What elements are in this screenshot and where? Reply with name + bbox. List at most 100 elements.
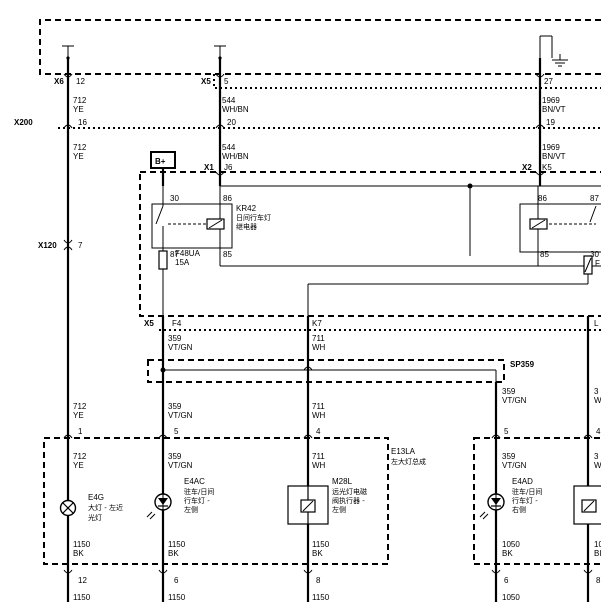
relay-second-body: [519, 203, 601, 253]
battery-positive-label: B+: [150, 151, 176, 169]
solenoid-icon-m28l: [287, 485, 329, 525]
m28l-name-line3: 左侧: [332, 505, 346, 514]
wire-1050-label: 1050: [502, 540, 520, 549]
relay-switch-contact: [589, 205, 597, 223]
e4ac-name-line2: 行车灯 -: [184, 496, 210, 505]
pin-12-bottom: 12: [78, 576, 87, 585]
pin-5-right: 5: [504, 427, 509, 436]
assembly-code: E13LA: [391, 447, 416, 456]
pin-5-top: 5: [224, 77, 229, 86]
x120-label: X120: [38, 241, 57, 250]
connector-arc: [583, 434, 593, 439]
wire-bk-label: BK: [312, 549, 323, 558]
x120-pin-7: 7: [78, 241, 83, 250]
wire-1150-label: 1150: [73, 540, 91, 549]
fuse-code: F48UA: [175, 249, 201, 258]
wire-712-label: 712: [73, 143, 87, 152]
e4ac-name-line1: 驻车/日间: [184, 487, 214, 496]
relay-pin-30: 30: [170, 194, 179, 203]
connector-arc: [535, 171, 545, 176]
wire-vtgn-label: VT/GN: [168, 461, 193, 470]
m28l-name-line1: 远光灯电磁: [332, 487, 367, 496]
wire-1150-label: 1150: [312, 593, 330, 602]
connector-arc: [158, 569, 168, 574]
fuse-partial-stroke: [584, 257, 592, 273]
wire-vtgn-label: VT/GN: [502, 461, 527, 470]
relay-kr42-body: [151, 203, 233, 249]
svg-text:B+: B+: [155, 157, 166, 166]
wire-712-label: 712: [73, 452, 87, 461]
wire-bk-label: BK: [168, 549, 179, 558]
pin-6-right-bottom: 6: [504, 576, 509, 585]
wire-vtgn-label: VT/GN: [502, 396, 527, 405]
e4ad-name-line1: 驻车/日间: [512, 487, 542, 496]
connector-arc: [215, 171, 225, 176]
e4ac-code: E4AC: [184, 477, 205, 486]
relay-pin-85: 85: [223, 250, 232, 259]
e4ad-name-line2: 行车灯 -: [512, 496, 538, 505]
relay-pin-87: 87: [170, 250, 179, 259]
wire-bnvt-label: BN/VT: [542, 152, 566, 161]
pin-4: 4: [316, 427, 321, 436]
conn-x6-label: X6: [54, 77, 64, 86]
wire-wh-label: WH: [312, 343, 326, 352]
wire-ye-label: YE: [73, 411, 84, 420]
relay-pin-86: 86: [223, 194, 232, 203]
fuse-icon: [158, 250, 168, 270]
wire-1150-label: 1150: [168, 593, 186, 602]
x200-pin-20: 20: [227, 118, 236, 127]
ground-icon: [539, 35, 568, 67]
switch-icon-middle: [214, 45, 226, 60]
x5-bottom-label: X5: [144, 319, 154, 328]
pin-4-right: 4: [596, 427, 601, 436]
kr42-code: KR42: [236, 204, 257, 213]
pin-6-bottom: 6: [174, 576, 179, 585]
wire-1150-label: 1150: [312, 540, 330, 549]
pin-12-top: 12: [76, 77, 85, 86]
relay2-pin-86: 86: [538, 194, 547, 203]
right-headlamp-assembly-box: [473, 437, 601, 565]
fuse-amp: 15A: [175, 258, 190, 267]
connector-arc: [63, 569, 73, 574]
e4g-name-line1: 大灯 - 左近: [88, 503, 123, 512]
m28l-code: M28L: [332, 477, 353, 486]
pin-27-top: 27: [544, 77, 553, 86]
pin-k7-label: K7: [312, 319, 322, 328]
e4ad-code: E4AD: [512, 477, 533, 486]
wire-bnvt-label: BN/VT: [542, 105, 566, 114]
wire-wh-label: WH: [312, 461, 326, 470]
conn-x5-top-label: X5: [201, 77, 211, 86]
x200-label: X200: [14, 118, 33, 127]
wire-bk-label: BK: [502, 549, 513, 558]
wire-whbn-label: WH/BN: [222, 152, 249, 161]
splice-label: SP359: [510, 360, 535, 369]
connector-arc: [303, 434, 313, 439]
top-component-box: [39, 19, 601, 75]
wire-vtgn-label: VT/GN: [168, 411, 193, 420]
pin-5: 5: [174, 427, 179, 436]
relay-switch-contact: [155, 205, 164, 225]
wire-wh-label: WH: [312, 411, 326, 420]
wire-359-label: 359: [502, 387, 516, 396]
relay2-pin-87: 87: [590, 194, 599, 203]
wire-1050-label: 1050: [502, 593, 520, 602]
pin-8-right-bottom: 8: [596, 576, 601, 585]
switch-icon-left: [62, 45, 74, 60]
connector-arc: [63, 246, 73, 251]
e4ac-name-line3: 左侧: [184, 505, 198, 514]
pin-8-bottom: 8: [316, 576, 321, 585]
m28l-name-line2: 阀执行器 -: [332, 496, 365, 505]
wire-712-label: 712: [73, 402, 87, 411]
fuse-partial-label: F: [595, 259, 600, 268]
connector-arc: [63, 434, 73, 439]
wire-359-label: 359: [502, 452, 516, 461]
x200-pin-19: 19: [546, 118, 555, 127]
connector-arc: [491, 434, 501, 439]
j6-label: J6: [224, 163, 233, 172]
connector-arc: [63, 239, 73, 244]
led-icon-e4ac: [146, 493, 172, 520]
splice-dot: [160, 367, 166, 373]
wire-ye-label: YE: [73, 152, 84, 161]
x1-label: X1: [204, 163, 214, 172]
